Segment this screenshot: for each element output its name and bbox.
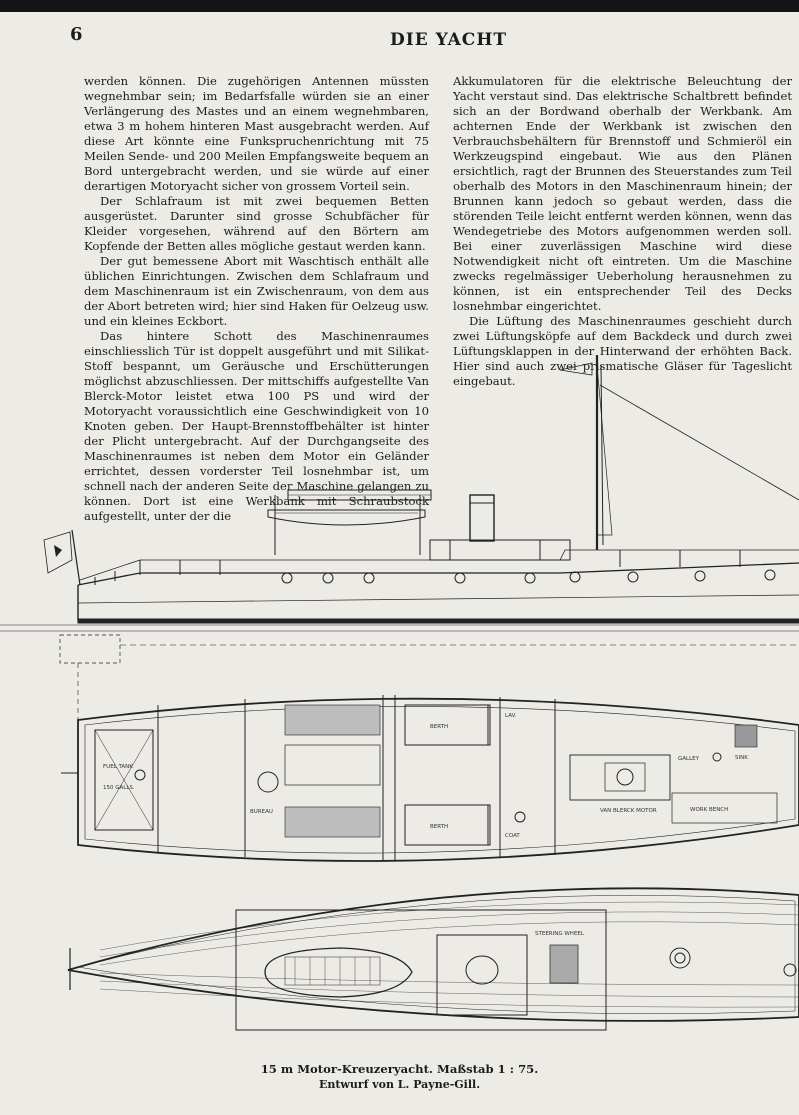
page-top-edge [0,0,799,12]
page-number: 6 [70,24,83,45]
plan-label: BUREAU [250,809,273,815]
plan-label: SINK [735,755,748,761]
pennant-icon [559,362,593,376]
plan-label: 150 GALLS. [103,785,135,791]
plan-label: STEERING WHEEL [535,931,585,937]
plan-label: BERTH [430,824,448,830]
paragraph: werden können. Die zugehörigen Antennen … [84,74,429,193]
side-elevation [0,355,799,790]
deck-plan [67,887,799,1031]
plan-label: FUEL TANK [103,764,133,770]
yacht-plan-drawing: FUEL TANK 150 GALLS. BUREAU GALLEY SINK … [0,355,799,1031]
figure-caption: 15 m Motor-Kreuzeryacht. Maßstab 1 : 75. [260,1062,539,1076]
plan-label: BERTH [430,724,448,730]
paragraph: Akkumulatoren für die elektrische Beleuc… [453,74,792,313]
text-column-left: werden können. Die zugehörigen Antennen … [84,74,429,524]
figure-credit: Entwurf von L. Payne-Gill. [318,1078,481,1091]
interior-plan [61,695,799,862]
paragraph: Die Lüftung des Maschinenraumes geschieh… [453,314,792,388]
paragraph: Das hintere Schott des Maschinenraumes e… [84,329,429,523]
plan-label: COAT [505,833,520,839]
running-head: DIE YACHT [390,30,508,50]
paragraph: Der gut bemessene Abort mit Waschtisch e… [84,254,429,328]
plan-label: GALLEY [678,756,700,762]
plan-label: VAN BLERCK MOTOR [600,808,657,814]
plan-label: WORK BENCH [690,807,728,813]
ensign-flag-icon [43,531,73,574]
plan-label: LAV. [505,713,517,719]
text-column-right: Akkumulatoren für die elektrische Beleuc… [453,74,792,389]
paragraph: Der Schlafraum ist mit zwei bequemen Bet… [84,194,429,253]
